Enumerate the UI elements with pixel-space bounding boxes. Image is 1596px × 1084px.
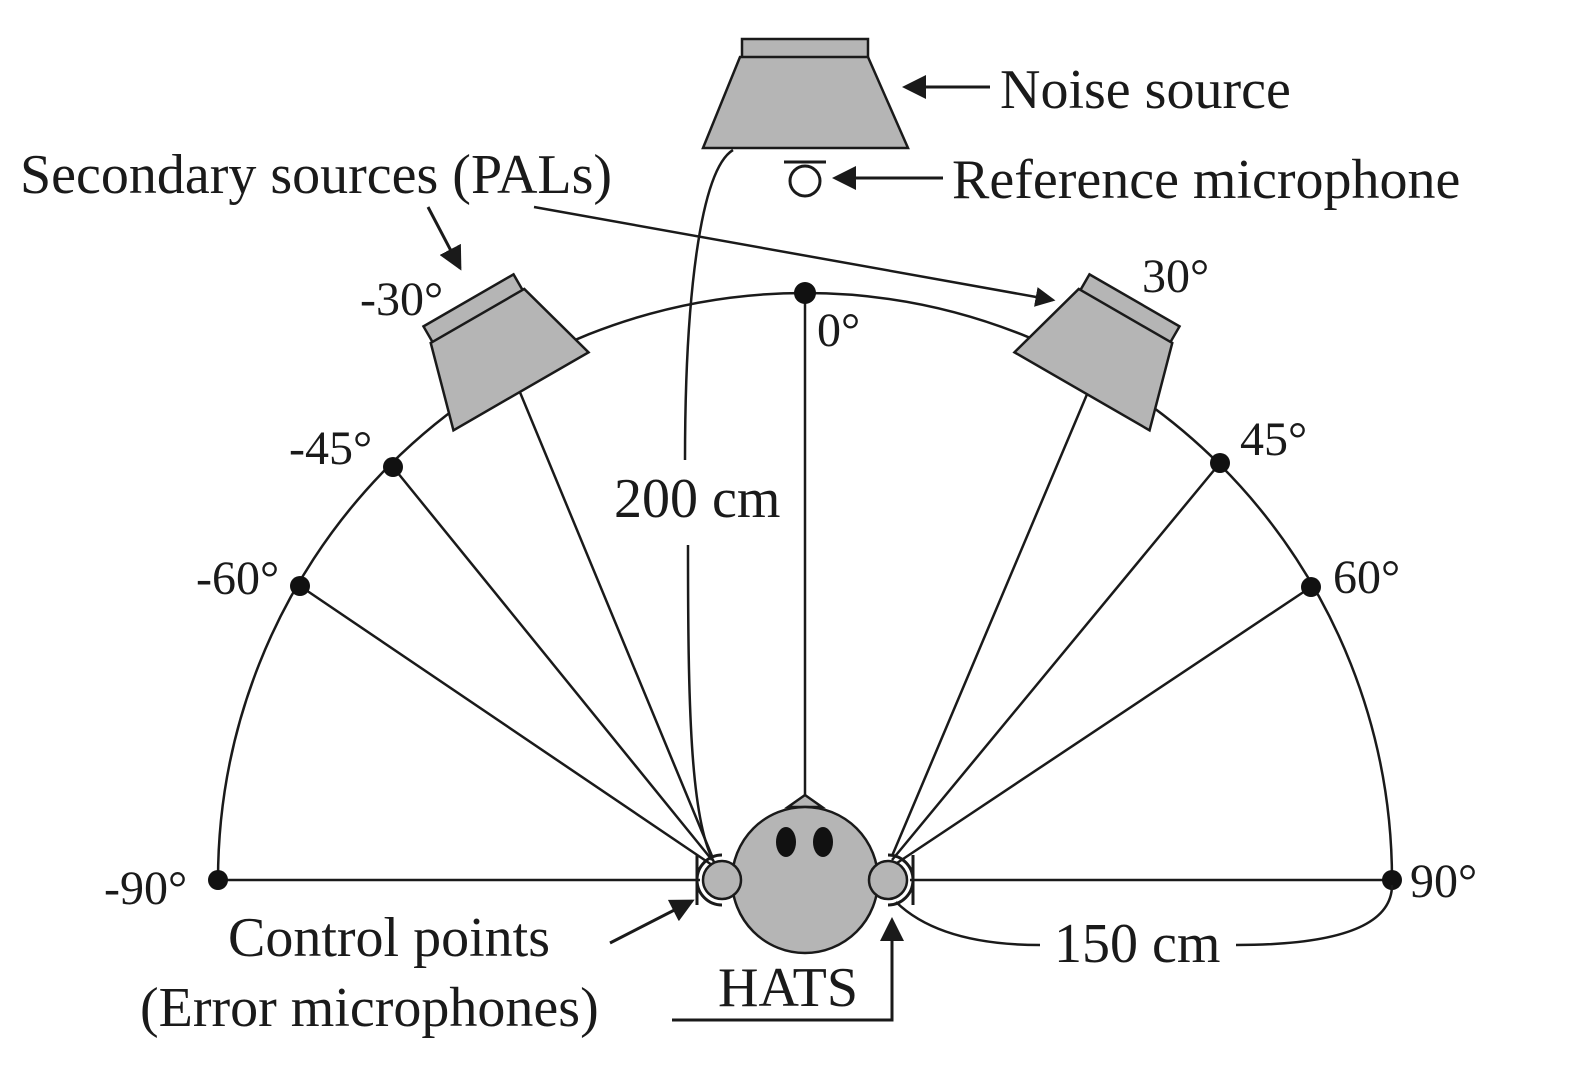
radial-line-p60 <box>893 585 1312 867</box>
secondary-sources-label: Secondary sources (PALs) <box>20 144 612 206</box>
pal-right-arrow <box>533 205 1056 307</box>
radial-line-m45 <box>392 466 713 861</box>
cable-200cm <box>683 148 734 461</box>
noise-source-speaker <box>701 37 910 150</box>
reference-microphone-icon <box>784 160 826 198</box>
angle-label-p45: 45° <box>1240 413 1307 466</box>
distance-150cm-label: 150 cm <box>1054 913 1220 975</box>
control-points-arrow <box>609 899 695 945</box>
angle-label-p90: 90° <box>1410 855 1477 908</box>
point-p90 <box>1382 870 1402 890</box>
radial-line-m60 <box>299 584 713 867</box>
pal-left-arrow <box>426 206 462 271</box>
distance-200cm-label: 200 cm <box>614 468 780 530</box>
angle-label-p30: 30° <box>1142 250 1209 303</box>
error-mic-right-arrow <box>672 917 904 1022</box>
hats-head <box>730 793 880 955</box>
hats-label: HATS <box>718 957 858 1019</box>
point-p60 <box>1301 577 1321 597</box>
cable-200cm-lower <box>686 544 716 863</box>
error-microphone-left <box>695 853 743 907</box>
radial-line-p30 <box>890 372 1098 857</box>
point-p45 <box>1210 453 1230 473</box>
angle-label-m45: -45° <box>289 422 372 475</box>
angle-label-p60: 60° <box>1333 551 1400 604</box>
radial-line-p45 <box>891 462 1221 861</box>
angle-label-m30: -30° <box>360 273 443 326</box>
distance-150cm-curve-right <box>1235 884 1394 947</box>
secondary-source-left <box>421 272 591 433</box>
point-m90 <box>208 870 228 890</box>
secondary-source-right <box>1012 272 1182 433</box>
angle-label-m60: -60° <box>196 552 279 605</box>
reference-microphone-label: Reference microphone <box>952 149 1460 211</box>
point-m60 <box>290 576 310 596</box>
radial-line-m30 <box>510 372 714 857</box>
control-points-label: Control points <box>228 907 550 969</box>
error-microphones-label: (Error microphones) <box>140 977 599 1039</box>
angle-label-z0: 0° <box>817 304 860 357</box>
radial-lines <box>218 293 1392 882</box>
point-m45 <box>383 457 403 477</box>
angle-label-m90: -90° <box>104 862 187 915</box>
noise-source-label: Noise source <box>1000 59 1291 121</box>
distance-150cm-curve <box>895 901 1041 947</box>
point-z0 <box>794 282 816 304</box>
